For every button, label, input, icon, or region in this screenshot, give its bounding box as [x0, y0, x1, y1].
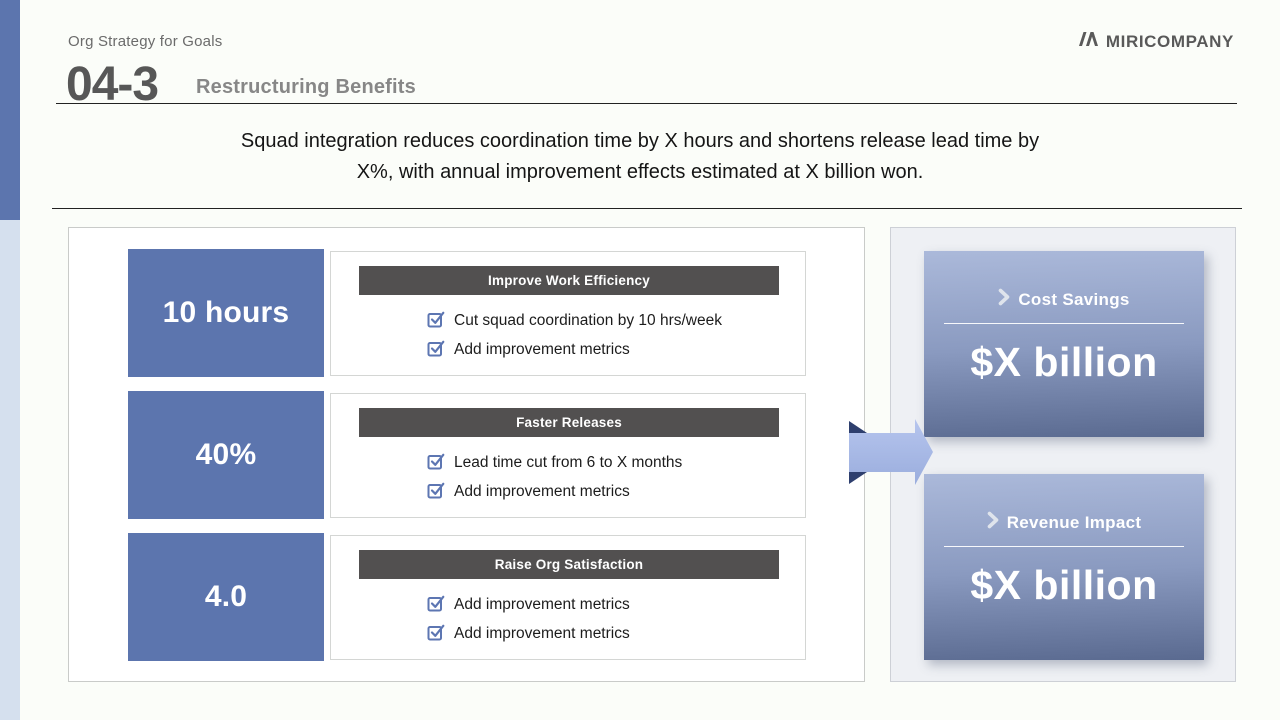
metric-box-percent: 40% — [128, 391, 324, 519]
result-card-value: $X billion — [970, 339, 1158, 385]
checklist-item: Add improvement metrics — [427, 339, 630, 361]
result-card-label-text: Revenue Impact — [1006, 512, 1142, 532]
checklist-item-label: Add improvement metrics — [454, 483, 630, 500]
checklist-item: Lead time cut from 6 to X months — [427, 452, 682, 474]
results-panel: Cost Savings $X billion Revenue Impact $… — [890, 227, 1236, 682]
result-card-value: $X billion — [970, 562, 1158, 608]
subtitle-line-1: Squad integration reduces coordination t… — [240, 130, 1040, 152]
result-card-cost-savings: Cost Savings $X billion — [924, 251, 1204, 437]
benefit-card-title: Faster Releases — [359, 408, 779, 437]
checkbox-checked-icon — [427, 452, 445, 475]
metric-box-hours: 10 hours — [128, 249, 324, 377]
benefit-card-satisfaction: Raise Org Satisfaction Add improvement m… — [330, 535, 806, 660]
result-card-divider — [944, 323, 1184, 324]
checklist-item: Cut squad coordination by 10 hrs/week — [427, 310, 722, 332]
result-card-divider — [944, 546, 1184, 547]
company-logo: MIRICOMPANY — [1078, 31, 1234, 52]
checkbox-checked-icon — [427, 481, 445, 504]
slide-subtitle: Squad integration reduces coordination t… — [0, 126, 1280, 188]
checkbox-checked-icon — [427, 310, 445, 333]
subtitle-divider-line — [52, 208, 1242, 209]
checklist-item-label: Add improvement metrics — [454, 341, 630, 358]
subtitle-line-2: X%, with annual improvement effects esti… — [356, 161, 924, 183]
chevron-right-icon — [987, 511, 999, 534]
benefit-card-efficiency: Improve Work Efficiency Cut squad coordi… — [330, 251, 806, 376]
result-card-label: Cost Savings — [924, 288, 1204, 311]
checkbox-checked-icon — [427, 339, 445, 362]
section-number: 04-3 — [66, 58, 159, 111]
left-accent-bar-bottom — [0, 220, 20, 720]
checklist-item: Add improvement metrics — [427, 481, 630, 503]
logo-text: MIRICOMPANY — [1105, 31, 1234, 51]
checklist-item: Add improvement metrics — [427, 623, 630, 645]
checkbox-checked-icon — [427, 623, 445, 646]
result-card-label-text: Cost Savings — [1018, 289, 1130, 309]
result-card-label: Revenue Impact — [924, 511, 1204, 534]
checklist-item-label: Lead time cut from 6 to X months — [454, 454, 683, 471]
checkbox-checked-icon — [427, 594, 445, 617]
result-card-revenue-impact: Revenue Impact $X billion — [924, 474, 1204, 660]
checklist-item-label: Cut squad coordination by 10 hrs/week — [454, 312, 722, 329]
checklist-item-label: Add improvement metrics — [454, 625, 630, 642]
slide-eyebrow: Org Strategy for Goals — [68, 33, 223, 50]
header-divider-line — [56, 103, 1237, 104]
checklist-item: Add improvement metrics — [427, 594, 630, 616]
benefit-card-releases: Faster Releases Lead time cut from 6 to … — [330, 393, 806, 518]
page-title: Restructuring Benefits — [196, 76, 416, 98]
chevron-right-icon — [998, 288, 1010, 311]
benefit-card-title: Raise Org Satisfaction — [359, 550, 779, 579]
mountain-slashes-icon — [1078, 31, 1100, 52]
benefit-card-title: Improve Work Efficiency — [359, 266, 779, 295]
left-accent-bar-top — [0, 0, 20, 220]
checklist-item-label: Add improvement metrics — [454, 596, 630, 613]
right-arrow-icon — [845, 408, 937, 496]
metric-box-score: 4.0 — [128, 533, 324, 661]
benefits-panel: 10 hours Improve Work Efficiency Cut squ… — [68, 227, 865, 682]
